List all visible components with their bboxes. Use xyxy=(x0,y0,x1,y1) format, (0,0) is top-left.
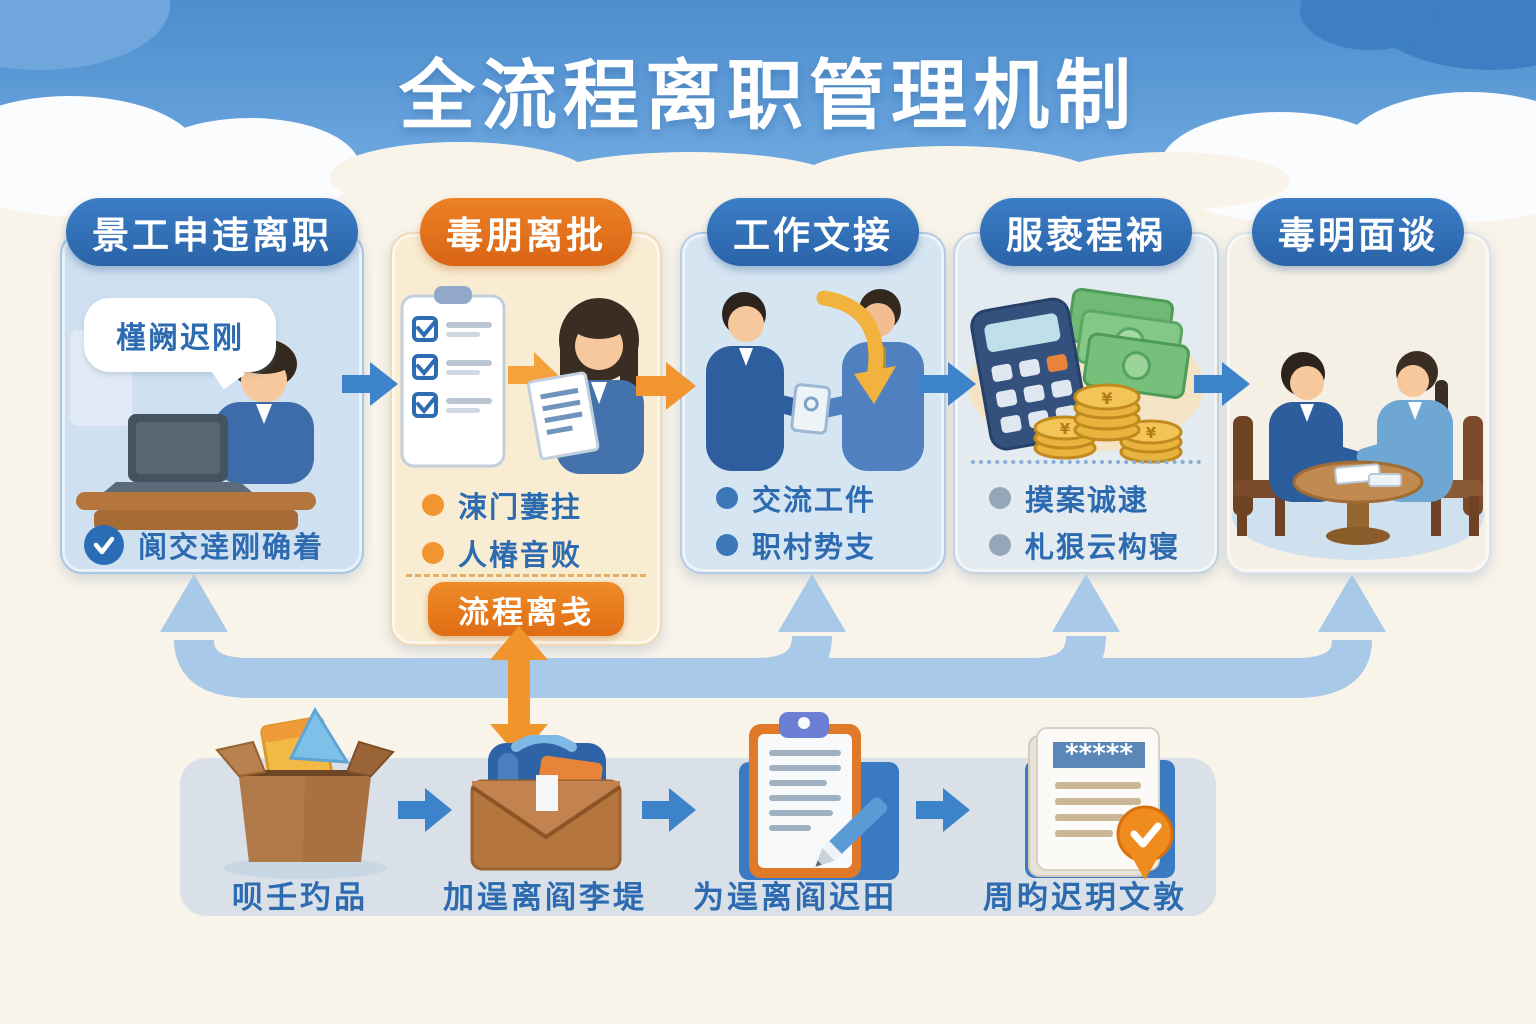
page-title: 全流程离职管理机制 xyxy=(399,51,1137,140)
arrow-step2-to-step3 xyxy=(636,362,696,410)
bullet-dot-icon xyxy=(716,487,738,509)
up-arrowhead-to-step5 xyxy=(1318,574,1386,632)
speech-bubble: 槿阙迟刚 xyxy=(84,298,276,390)
laptop-icon xyxy=(104,414,252,492)
step-header-approval: 毒朋离批 xyxy=(420,198,632,266)
step-header-apply: 景工申违离职 xyxy=(66,198,358,266)
arrow-step4-to-step5 xyxy=(1194,362,1250,406)
up-arrowhead-to-step4 xyxy=(1052,574,1120,632)
arrow-step3-to-step4 xyxy=(920,362,976,406)
bullet-row: 职村势支 xyxy=(716,524,876,566)
pencil-icon xyxy=(815,797,888,867)
curved-orange-arrow-icon xyxy=(816,290,896,404)
dashed-divider xyxy=(406,574,646,577)
checklist-clipboard-icon xyxy=(400,286,506,468)
bullet-row: 人椿音败 xyxy=(422,532,582,574)
bottom-step-label: 呗壬玓品 xyxy=(232,880,368,916)
step-card-handover: 工作文接 xyxy=(680,198,946,574)
bullet-row: 摸案诚逮 xyxy=(989,477,1149,519)
check-item-row: 阆交逹刚确着 xyxy=(84,524,324,566)
bottom-arrow-2 xyxy=(642,788,696,832)
svg-text:¥: ¥ xyxy=(1060,420,1071,438)
speech-bubble-text: 槿阙迟刚 xyxy=(116,321,244,356)
bottom-arrow-1 xyxy=(398,788,452,832)
svg-text:¥: ¥ xyxy=(1101,389,1112,408)
up-arrowhead-to-step1 xyxy=(160,574,228,632)
two-men-handover-illustration xyxy=(706,289,924,471)
bullet-dot-icon xyxy=(989,487,1011,509)
bullet-text: 涑门萋拄 xyxy=(458,490,583,524)
exit-interview-illustration xyxy=(1232,351,1484,560)
hr-woman-with-checklist-illustration xyxy=(400,286,644,474)
coin-stacks-icon: ¥ ¥ ¥ xyxy=(1033,383,1183,464)
certificate-document-icon: ***** xyxy=(1025,727,1175,880)
up-arrowhead-to-step3 xyxy=(778,574,846,632)
bullet-dot-icon xyxy=(422,542,444,564)
bottom-step-label: 为逞离阎迟田 xyxy=(693,880,897,916)
bottom-step-label: 加逞离阎李堤 xyxy=(443,880,647,916)
handover-card-icon xyxy=(790,383,832,435)
step-card-settlement: 服亵程祸 ¥ xyxy=(953,198,1219,574)
bullet-text: 交流工件 xyxy=(752,483,877,517)
clipboard-pencil-icon xyxy=(739,712,899,880)
step-card-interview: 毒明面谈 xyxy=(1225,198,1491,574)
step-header-handover: 工作文接 xyxy=(707,198,919,266)
bullet-text: 人椿音败 xyxy=(458,538,583,572)
bullet-row: 札狠云构寝 xyxy=(989,524,1180,566)
bottom-step-label: 周昀迟玥文敦 xyxy=(983,880,1187,916)
package-envelope-icon xyxy=(470,735,622,871)
step-header-interview: 毒明面谈 xyxy=(1252,198,1464,266)
bullet-text: 摸案诚逮 xyxy=(1025,483,1150,517)
papers-on-table-icon xyxy=(1334,463,1402,487)
bullet-row: 交流工件 xyxy=(716,477,876,519)
bullet-dot-icon xyxy=(716,534,738,556)
bullet-dot-icon xyxy=(422,494,444,516)
check-circle-icon xyxy=(84,525,124,565)
banknotes-icon xyxy=(1066,287,1190,399)
bullet-row: 涑门萋拄 xyxy=(422,484,582,526)
certificate-stars-text: ***** xyxy=(1065,739,1133,769)
bullet-text: 职村势支 xyxy=(752,530,877,564)
left-man-figure xyxy=(706,292,827,471)
bullet-dot-icon xyxy=(989,534,1011,556)
woman-figure xyxy=(526,298,644,474)
arrow-step1-to-step2 xyxy=(342,362,398,406)
step-card-approval: 毒朋离批 xyxy=(390,198,662,646)
desk-icon xyxy=(76,492,316,530)
open-box-icon xyxy=(215,706,395,879)
step-card-apply: 景工申违离职 槿阙迟刚 xyxy=(60,198,364,574)
check-item-text: 阆交逹刚确着 xyxy=(138,530,325,564)
bottom-arrow-3 xyxy=(916,788,970,832)
step-header-settlement: 服亵程祸 xyxy=(980,198,1192,266)
dotted-divider xyxy=(971,460,1201,464)
calculator-cash-coins-illustration: ¥ ¥ ¥ xyxy=(968,287,1204,464)
flow-return-band xyxy=(160,574,1386,698)
svg-text:¥: ¥ xyxy=(1146,424,1157,442)
calculator-icon xyxy=(970,297,1090,451)
process-badge: 流程离戋 xyxy=(428,582,624,636)
check-badge-icon xyxy=(1116,805,1174,880)
bullet-text: 札狠云构寝 xyxy=(1025,530,1181,564)
